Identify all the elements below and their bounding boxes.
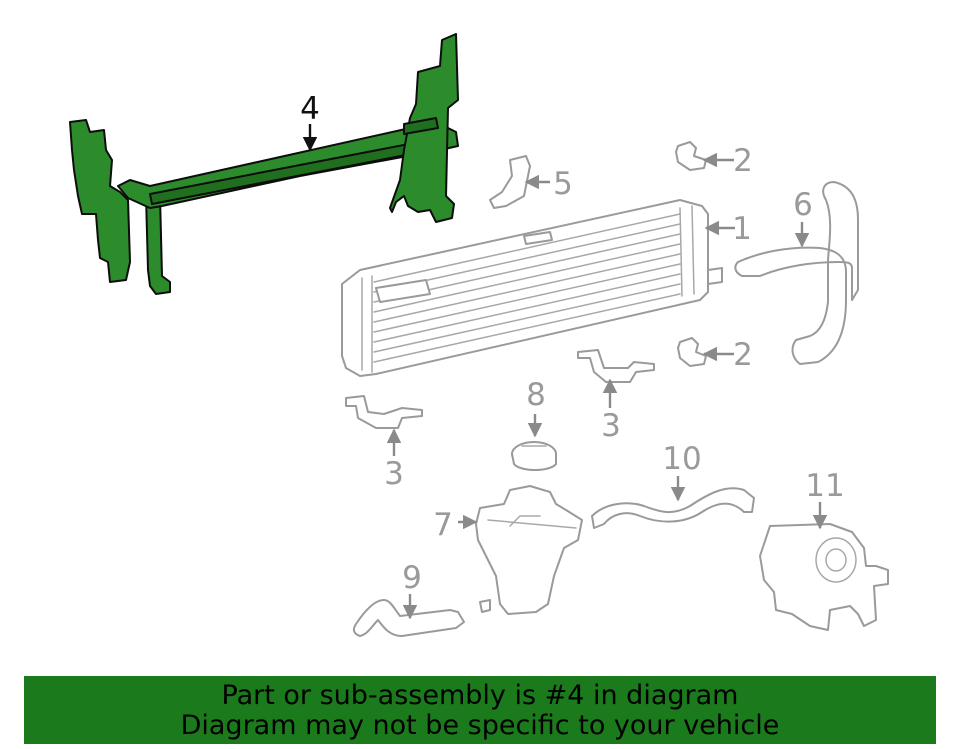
callout-6[interactable]: 6	[793, 187, 813, 223]
callout-4[interactable]: 4	[300, 91, 320, 127]
callout-8[interactable]: 8	[526, 377, 546, 413]
callout-5[interactable]: 5	[553, 166, 573, 202]
banner-line-2: Diagram may not be specific to your vehi…	[180, 710, 780, 741]
callout-7[interactable]: 7	[433, 507, 453, 543]
cap-part-8[interactable]	[511, 441, 557, 471]
callout-1[interactable]: 1	[732, 211, 752, 247]
callout-10[interactable]: 10	[662, 441, 701, 477]
clip-part-2-upper[interactable]	[675, 141, 707, 171]
support-bracket-part-4[interactable]	[69, 33, 459, 295]
clip-part-2-lower[interactable]	[677, 337, 707, 367]
callout-3-left[interactable]: 3	[384, 456, 404, 492]
callout-9[interactable]: 9	[402, 560, 422, 596]
callout-2-upper[interactable]: 2	[733, 143, 753, 179]
reservoir-part-7[interactable]	[475, 485, 583, 615]
bracket-part-3-right[interactable]	[577, 349, 655, 383]
banner-line-1: Part or sub-assembly is #4 in diagram	[221, 680, 739, 711]
cooler-part-1[interactable]	[341, 199, 723, 377]
bracket-part-3-left[interactable]	[345, 395, 423, 429]
callout-3-right[interactable]: 3	[601, 408, 621, 444]
hose-part-10[interactable]	[591, 487, 755, 529]
pump-part-11[interactable]	[759, 523, 889, 631]
callout-11[interactable]: 11	[805, 468, 844, 504]
fitting-part-5[interactable]	[489, 155, 531, 209]
callout-2-lower[interactable]: 2	[733, 337, 753, 373]
hose-part-6[interactable]	[734, 181, 859, 365]
info-banner: Part or sub-assembly is #4 in diagram Di…	[24, 676, 936, 744]
